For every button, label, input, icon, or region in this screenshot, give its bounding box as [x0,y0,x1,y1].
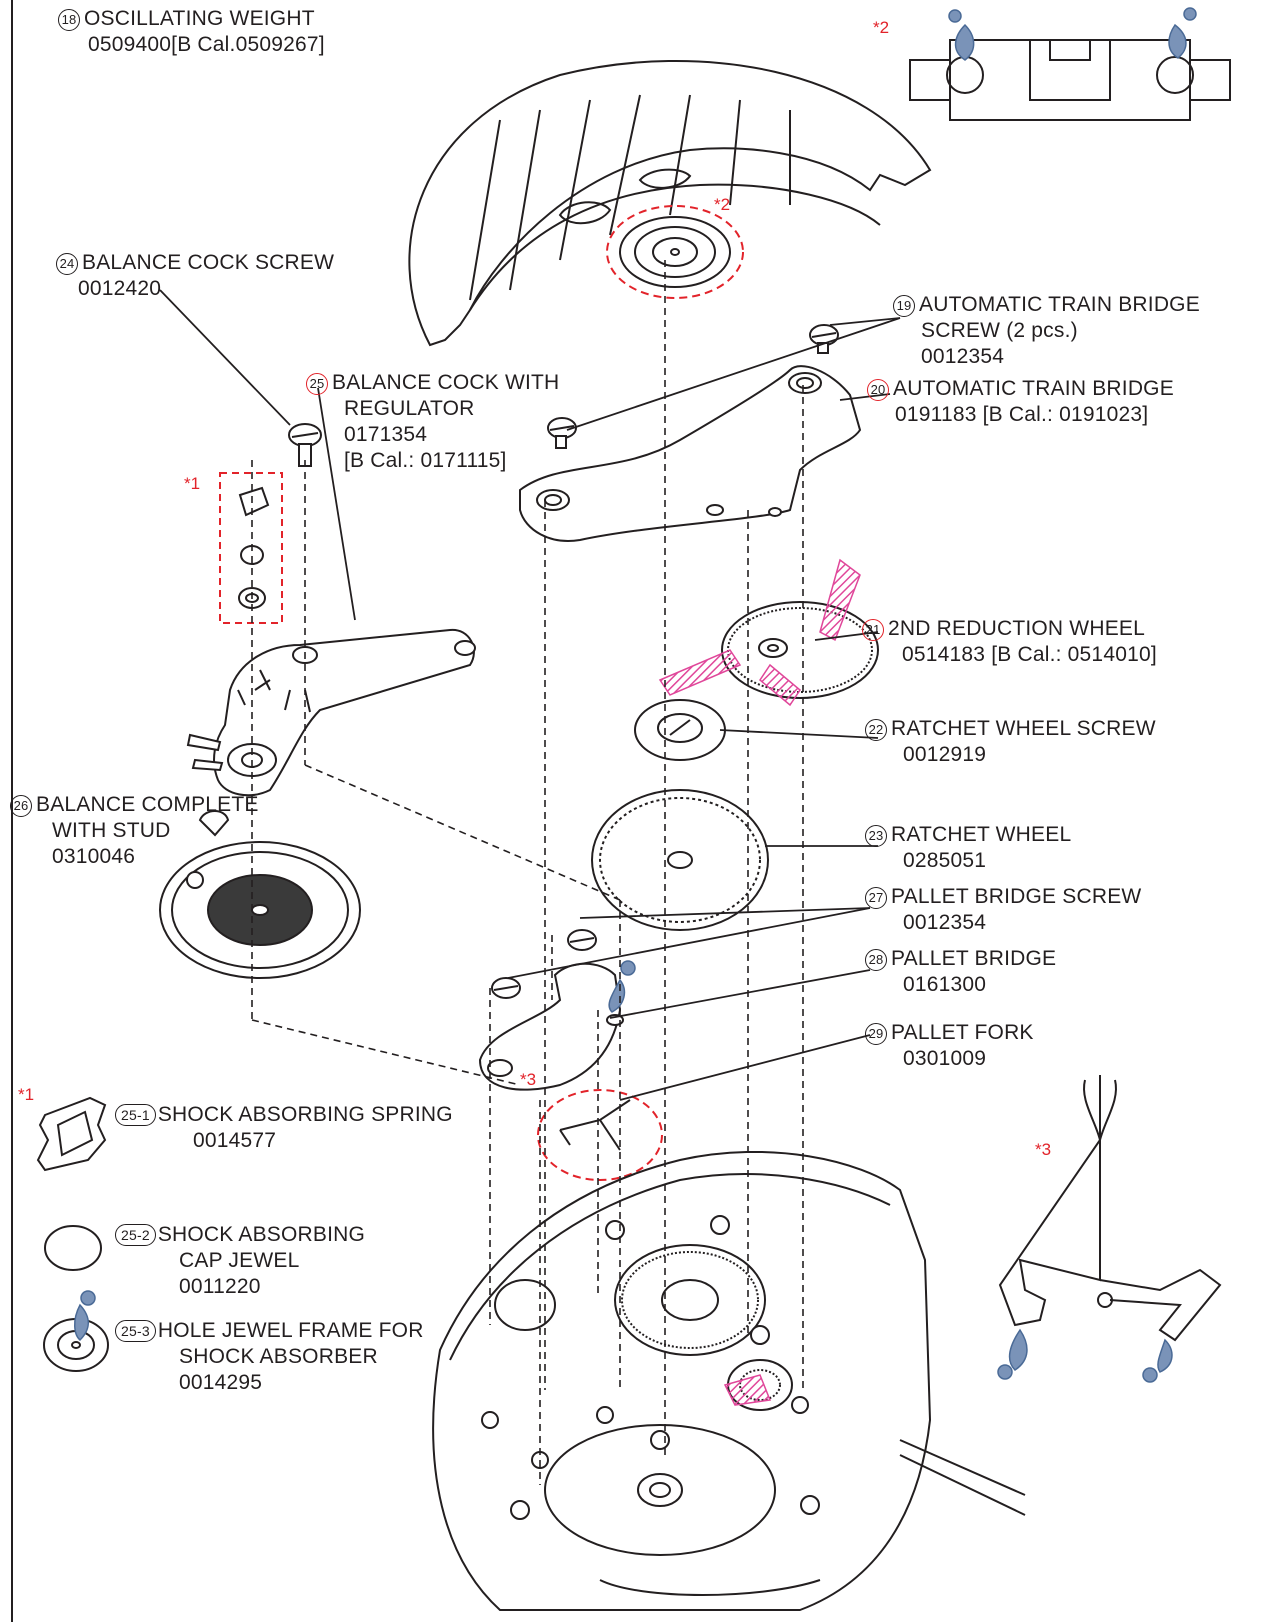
part-name: RATCHET WHEEL [891,823,1072,846]
part-name: RATCHET WHEEL SCREW [891,717,1156,740]
pallet-bridge-drawing [478,929,624,1091]
jewel-frame-detail-drawing [43,1318,109,1372]
callout-box-1 [219,472,283,624]
automatic-train-bridge-drawing [519,365,862,542]
part-code: 0514183 [B Cal.: 0514010] [902,643,1157,666]
part-code: 0011220 [179,1275,261,1298]
part-name: OSCILLATING WEIGHT [84,7,315,30]
pallet-fork-detail-drawing [998,1075,1222,1342]
shock-spring-detail-drawing [36,1096,107,1172]
oil-drop-icon [948,7,1197,61]
oscillating-weight-drawing [408,60,932,347]
part-name: AUTOMATIC TRAIN BRIDGE [893,377,1174,400]
part-code: 0014295 [179,1371,263,1394]
callout-marker-1: *1 [184,474,201,493]
ratchet-wheel-drawing [591,789,769,931]
part-code: 0012919 [903,743,987,766]
part-name: PALLET BRIDGE [891,947,1057,970]
callout-marker-1-detail: *1 [18,1085,35,1104]
part-name-line2: CAP JEWEL [179,1249,300,1272]
movement-base-drawing [432,1151,1026,1611]
callout-marker-3-detail: *3 [1035,1140,1052,1159]
part-number-badge: 26 [10,795,32,817]
part-number-badge: 18 [58,9,80,31]
bridge-screws-drawing [547,324,839,449]
part-name: SHOCK ABSORBING SPRING [157,1103,453,1126]
part-name: BALANCE COCK SCREW [82,251,335,274]
part-code: 0191183 [B Cal.: 0191023] [895,403,1149,426]
shock-parts-drawing [238,486,270,609]
part-number-badge: 25-3 [115,1320,156,1342]
part-number-badge: 22 [865,719,887,741]
part-code: 0171354 [344,423,428,446]
callout-marker-2-detail: *2 [873,18,890,37]
part-number-badge: 25-2 [115,1224,156,1246]
assembly-axis-lines [251,260,804,1485]
part-code: 0012420 [78,277,162,300]
grease-marks [658,558,861,707]
cap-jewel-detail-drawing [44,1225,102,1271]
callout-marker-3: *3 [520,1070,537,1089]
leader-lines [159,289,901,1101]
part-name: AUTOMATIC TRAIN BRIDGE [919,293,1200,316]
part-name-line2: REGULATOR [344,397,475,420]
part-code: 0310046 [52,845,136,868]
part-number-badge: 28 [865,949,887,971]
part-number-badge: 19 [893,295,915,317]
callout-marker-2: *2 [714,195,731,214]
part-code: 0161300 [903,973,987,996]
part-name: SHOCK ABSORBING [157,1223,366,1246]
part-name: BALANCE COMPLETE [36,793,259,816]
part-name: PALLET FORK [891,1021,1034,1044]
part-name-line2: WITH STUD [52,819,171,842]
part-code: 0012354 [921,345,1005,368]
ratchet-screw-drawing [634,699,726,761]
reduction-wheel-drawing [721,601,879,699]
bearing-detail-drawing [909,39,1231,121]
balance-wheel-drawing [159,841,361,979]
part-number-badge: 25-1 [115,1104,156,1126]
part-code: 0509400[B Cal.0509267] [88,33,325,56]
part-number-badge: 20 [867,379,889,401]
part-name: PALLET BRIDGE SCREW [891,885,1142,908]
part-name: 2ND REDUCTION WHEEL [888,617,1145,640]
callout-circle-3 [537,1089,663,1181]
part-name: BALANCE COCK WITH [332,371,560,394]
part-number-badge: 25 [306,373,328,395]
part-number-badge: 29 [865,1023,887,1045]
part-number-badge: 24 [56,253,78,275]
part-name-line2: SHOCK ABSORBER [179,1345,378,1368]
part-number-badge: 27 [865,887,887,909]
part-code-alt: [B Cal.: 0171115] [344,449,507,472]
part-code: 0014577 [193,1129,277,1152]
part-code: 0285051 [903,849,987,872]
part-code: 0301009 [903,1047,987,1070]
balance-cock-screw-drawing [288,423,322,467]
callout-circle-2 [606,205,744,299]
part-name: HOLE JEWEL FRAME FOR [157,1319,424,1342]
part-number-badge: 23 [865,825,887,847]
part-number-badge: 21 [862,619,884,641]
part-code: 0012354 [903,911,987,934]
part-name-line2: SCREW (2 pcs.) [921,319,1078,342]
